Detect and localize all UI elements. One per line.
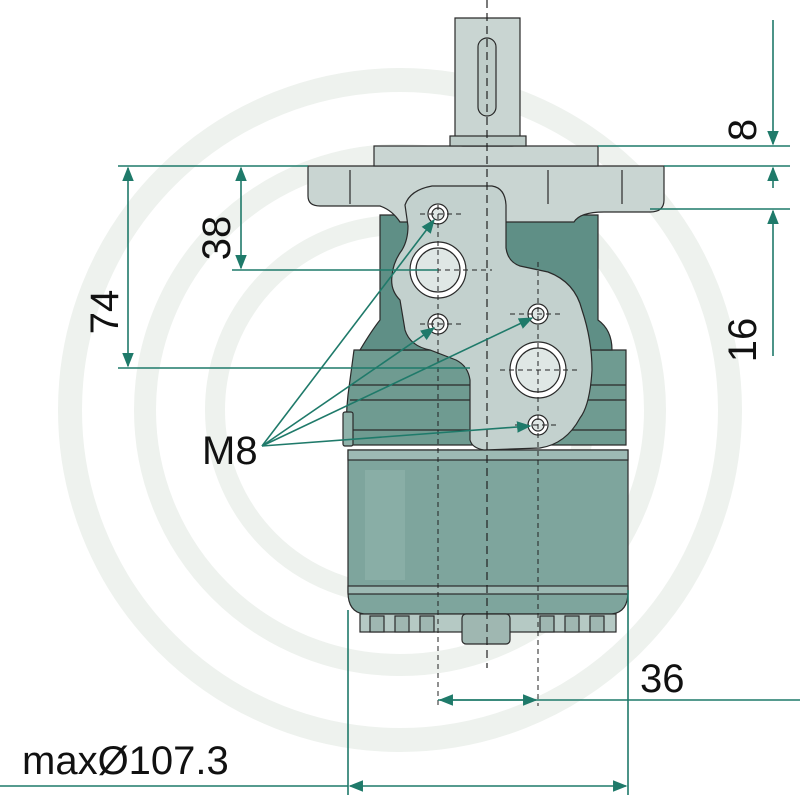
dimension-lines <box>0 20 800 795</box>
output-shaft <box>449 17 527 147</box>
dim-16-label: 16 <box>721 318 765 363</box>
keyway <box>477 37 497 117</box>
center-plug <box>461 613 511 645</box>
dim-36-label: 36 <box>640 657 685 701</box>
shaft-collar <box>449 135 527 147</box>
housing-highlight <box>365 470 405 580</box>
dim-8-label: 8 <box>721 119 765 141</box>
housing-band-top <box>347 449 629 461</box>
dim-74-label: 74 <box>83 290 127 335</box>
pilot-boss <box>373 145 599 167</box>
dim-38-label: 38 <box>195 216 239 261</box>
thread-label: M8 <box>202 429 258 473</box>
max-diameter-label: maxØ107.3 <box>22 739 229 783</box>
center-lines <box>400 0 580 706</box>
side-port-tab <box>342 411 354 447</box>
bottom-bolt-ring <box>359 613 617 645</box>
housing-band-bottom <box>347 585 629 595</box>
